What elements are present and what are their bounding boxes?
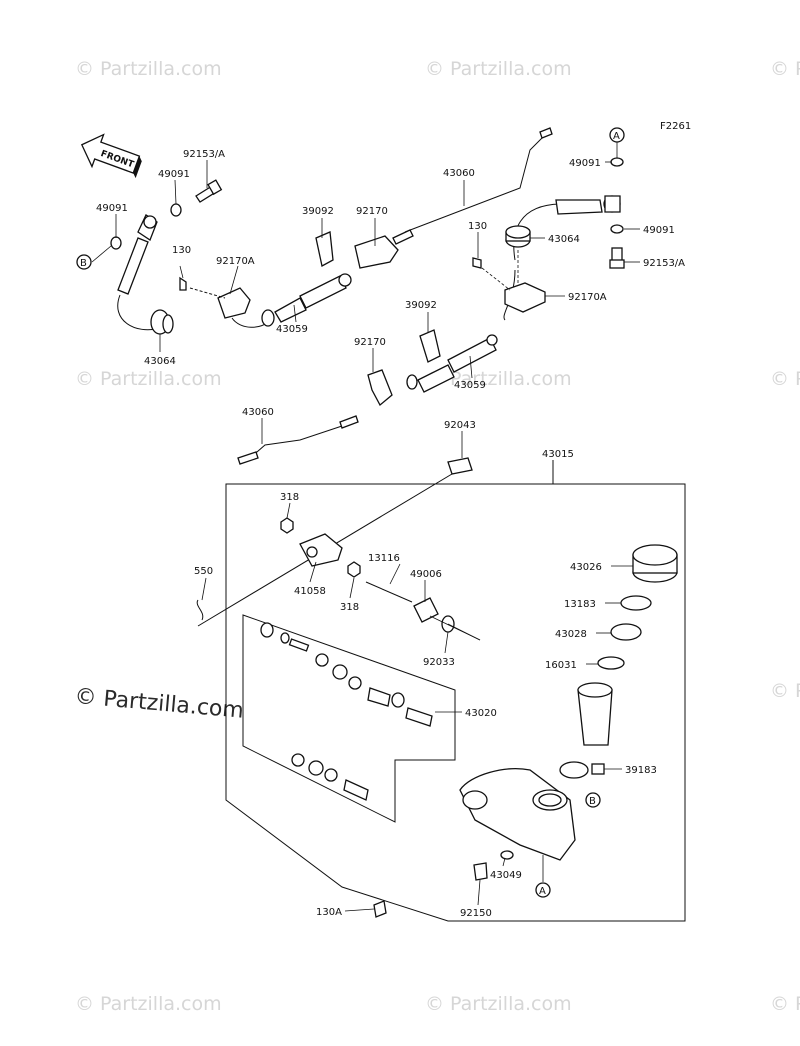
watermark: © Partzilla.com bbox=[75, 58, 222, 80]
part-label: 43049 bbox=[490, 870, 522, 881]
part-label: 43020 bbox=[465, 708, 497, 719]
callout-a-bottom: A bbox=[535, 882, 551, 898]
part-label: 318 bbox=[340, 602, 359, 613]
watermark: © Partzilla.com bbox=[75, 368, 222, 390]
reservoir-parts bbox=[559, 544, 678, 779]
watermark-layer: © Partzilla.com © Partzilla.com © Partzi… bbox=[75, 58, 800, 1015]
kit-43020-parts bbox=[260, 622, 433, 801]
part-label: 13116 bbox=[368, 553, 400, 564]
upper-cable-43060 bbox=[261, 127, 553, 327]
watermark: © Partzilla.com bbox=[770, 368, 800, 390]
part-label: 92153/A bbox=[643, 258, 685, 269]
part-label: 49091 bbox=[158, 169, 190, 180]
part-label: 43059 bbox=[276, 324, 308, 335]
part-label: 92170 bbox=[354, 337, 386, 348]
part-labels: 92153/A 49091 49091 130 92170A 43064 390… bbox=[96, 149, 685, 919]
part-label: 318 bbox=[280, 492, 299, 503]
left-hose-assembly bbox=[110, 179, 271, 335]
callout-b-right: B bbox=[585, 792, 601, 808]
watermark: © Partzilla.com bbox=[75, 993, 222, 1015]
part-label: 49091 bbox=[569, 158, 601, 169]
part-label: 92153/A bbox=[183, 149, 225, 160]
part-label: 43064 bbox=[548, 234, 580, 245]
part-label: 130 bbox=[172, 245, 191, 256]
part-label: 16031 bbox=[545, 660, 577, 671]
part-label: 39183 bbox=[625, 765, 657, 776]
callout-a-top: A bbox=[609, 127, 625, 143]
figure-code: F2261 bbox=[660, 121, 691, 132]
front-arrow: FRONT bbox=[80, 133, 142, 179]
part-label: 43060 bbox=[443, 168, 475, 179]
part-label: 92170A bbox=[216, 256, 255, 267]
master-cylinder-box bbox=[196, 457, 686, 922]
part-label: 43026 bbox=[570, 562, 602, 573]
part-label: 92170 bbox=[356, 206, 388, 217]
part-label: 130 bbox=[468, 221, 487, 232]
leader-lines bbox=[91, 160, 640, 912]
part-label: 39092 bbox=[405, 300, 437, 311]
part-label: 92033 bbox=[423, 657, 455, 668]
callout-b: B bbox=[589, 796, 596, 807]
part-label: 43059 bbox=[454, 380, 486, 391]
part-label: 49006 bbox=[410, 569, 442, 580]
watermark: © Partzilla.com bbox=[425, 368, 572, 390]
middle-cable-43060 bbox=[237, 329, 498, 465]
watermark: © Partzilla.com bbox=[425, 993, 572, 1015]
part-label: 41058 bbox=[294, 586, 326, 597]
watermark-main: © Partzilla.com bbox=[73, 684, 244, 724]
part-label: 92150 bbox=[460, 908, 492, 919]
watermark: © Partzilla.com bbox=[770, 58, 800, 80]
part-label: 130A bbox=[316, 907, 342, 918]
cylinder-body bbox=[373, 768, 576, 918]
callout-a: A bbox=[539, 886, 546, 897]
part-label: 49091 bbox=[96, 203, 128, 214]
callout-b: B bbox=[80, 258, 87, 269]
part-label: 92043 bbox=[444, 420, 476, 431]
part-label: 49091 bbox=[643, 225, 675, 236]
part-label: 13183 bbox=[564, 599, 596, 610]
right-hose-assembly bbox=[472, 157, 625, 321]
part-label: 43060 bbox=[242, 407, 274, 418]
callout-a: A bbox=[613, 131, 620, 142]
part-label: 43064 bbox=[144, 356, 176, 367]
part-label: 43028 bbox=[555, 629, 587, 640]
watermark: © Partzilla.com bbox=[770, 680, 800, 702]
watermark: © Partzilla.com bbox=[770, 993, 800, 1015]
part-label: 550 bbox=[194, 566, 213, 577]
part-label: 43015 bbox=[542, 449, 574, 460]
part-label: 39092 bbox=[302, 206, 334, 217]
part-label: 92170A bbox=[568, 292, 607, 303]
watermark: © Partzilla.com bbox=[425, 58, 572, 80]
callout-b-left: B bbox=[76, 254, 92, 270]
